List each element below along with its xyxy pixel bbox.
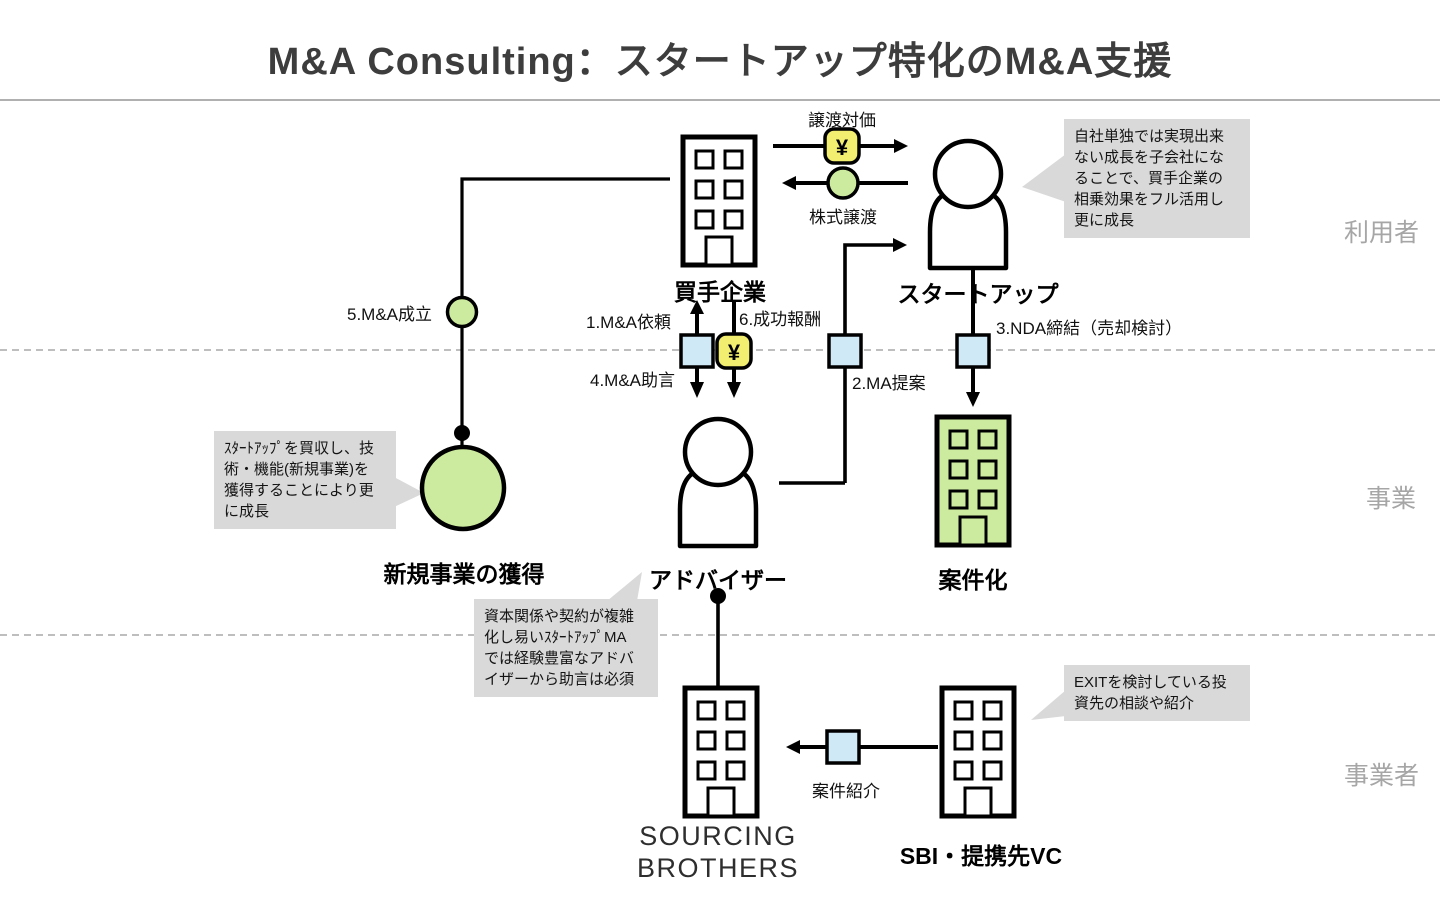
svg-text:¥: ¥ xyxy=(836,135,849,160)
step5-marker-icon xyxy=(445,295,479,329)
callout-line: 相乗効果をフル活用し xyxy=(1074,191,1225,208)
advisor-label: アドバイザー xyxy=(649,567,787,593)
junction-dot-icon xyxy=(454,425,470,441)
arrowhead-right-icon xyxy=(893,238,907,252)
callout-line: ることで、買手企業の xyxy=(1074,170,1223,187)
arrowhead-down-icon xyxy=(727,382,741,398)
section-label-business: 事業 xyxy=(1366,485,1417,513)
svg-text:¥: ¥ xyxy=(728,340,741,365)
callout-line: 更に成長 xyxy=(1074,212,1135,229)
buyer-label: 買手企業 xyxy=(674,279,766,305)
callout-startup-growth: 自社単独では実現出来 ない成長を子会社にな ることで、買手企業の 相乗効果をフル… xyxy=(1064,119,1250,238)
page-title: M&A Consulting：スタートアップ特化のM&A支援 xyxy=(267,41,1173,83)
flow-label-step2: 2.MA提案 xyxy=(852,374,926,393)
flow-label-share-transfer: 株式譲渡 xyxy=(809,208,877,227)
process-badge-step3-icon xyxy=(955,333,991,369)
sourcing-brothers-line1: SOURCING xyxy=(639,821,797,851)
flow-label-step6: 6.成功報酬 xyxy=(739,310,822,329)
callout-line: では経験豊富なアドバ xyxy=(484,650,635,667)
yen-badge-middle-icon: ¥ xyxy=(715,332,753,370)
yen-badge-top-icon: ¥ xyxy=(823,127,861,165)
callout-line: に成長 xyxy=(224,503,270,520)
callout-buyer-growth: ｽﾀｰﾄｱｯﾌﾟを買収し、技 術・機能(新規事業)を 獲得することにより更 に成… xyxy=(214,431,396,529)
section-label-users: 利用者 xyxy=(1344,219,1420,247)
arrow-step2 xyxy=(779,238,907,485)
callout-vc-note: EXITを検討している投 資先の相談や紹介 xyxy=(1064,665,1250,721)
process-badge-step2-icon xyxy=(827,333,863,369)
sbi-label: SBI・提携先VC xyxy=(899,843,1063,869)
callout-line: イザーから助言は必須 xyxy=(484,671,635,688)
startup-label: スタートアップ xyxy=(897,281,1059,307)
callout-line: EXITを検討している投 xyxy=(1074,674,1227,691)
junction-dot-icon xyxy=(710,588,726,604)
arrowhead-left-icon xyxy=(786,740,800,754)
sbi-building-icon xyxy=(942,688,1014,816)
buyer-building-icon xyxy=(683,137,755,265)
flow-label-step3: 3.NDA締結（売却検討） xyxy=(996,319,1183,338)
process-badge-referral-icon xyxy=(825,729,861,765)
deal-building-icon xyxy=(937,417,1009,545)
arrow-step3 xyxy=(966,268,980,407)
section-label-operators: 事業者 xyxy=(1344,762,1420,790)
new-business-label: 新規事業の獲得 xyxy=(383,561,545,587)
callout-line: 化し易いｽﾀｰﾄｱｯﾌﾟMA xyxy=(484,629,627,646)
connector-buyer-to-newbusiness xyxy=(460,177,670,447)
callout-line: 資先の相談や紹介 xyxy=(1074,695,1195,712)
deal-label: 案件化 xyxy=(938,567,1008,593)
flow-label-step1: 1.M&A依頼 xyxy=(586,313,672,332)
callout-tail-startup-growth xyxy=(1022,154,1066,202)
callout-tail-vc-note xyxy=(1031,690,1066,720)
startup-person-icon xyxy=(930,141,1006,268)
arrowhead-up-icon xyxy=(690,300,704,314)
arrowhead-left-icon xyxy=(782,176,796,190)
share-transfer-marker-icon xyxy=(826,166,860,200)
flow-label-step5: 5.M&A成立 xyxy=(347,305,433,324)
sourcing-brothers-line2: BROTHERS xyxy=(636,853,800,883)
arrowhead-down-icon xyxy=(690,382,704,398)
callout-line: 自社単独では実現出来 xyxy=(1074,128,1225,145)
callout-line: ｽﾀｰﾄｱｯﾌﾟを買収し、技 xyxy=(224,440,375,457)
callout-line: 術・機能(新規事業)を xyxy=(224,461,369,478)
new-business-circle-icon xyxy=(419,444,507,532)
callout-line: 資本関係や契約が複雑 xyxy=(484,608,635,625)
advisor-person-icon xyxy=(680,419,756,546)
callout-line: 獲得することにより更 xyxy=(224,482,374,499)
arrow-deal-referral xyxy=(786,740,938,754)
callout-tail-advisor-note xyxy=(607,572,642,601)
arrowhead-right-icon xyxy=(894,139,908,153)
callout-line: ない成長を子会社にな xyxy=(1074,149,1225,166)
arrowhead-down-icon xyxy=(966,392,980,407)
callout-tail-buyer-growth xyxy=(394,477,424,507)
process-badge-step1-icon xyxy=(679,333,715,369)
flow-label-transfer-consideration: 譲渡対価 xyxy=(808,111,876,130)
sourcing-building-icon xyxy=(685,688,757,816)
flow-label-step4: 4.M&A助言 xyxy=(590,371,676,390)
sourcing-brothers-label: SOURCING BROTHERS xyxy=(593,820,843,884)
callout-advisor-note: 資本関係や契約が複雑 化し易いｽﾀｰﾄｱｯﾌﾟMA では経験豊富なアドバ イザー… xyxy=(474,599,658,697)
flow-label-deal-referral: 案件紹介 xyxy=(812,782,880,801)
